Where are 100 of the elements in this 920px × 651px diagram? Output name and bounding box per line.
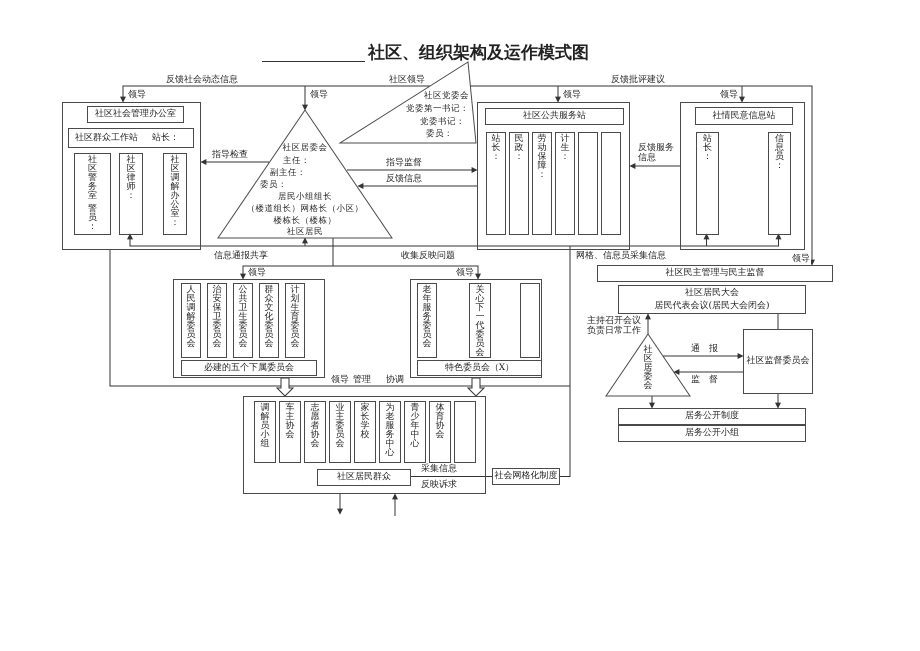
column-label: 家长学校 [360, 404, 370, 440]
org-box [181, 360, 317, 376]
triangle-label: 委员： [260, 180, 287, 190]
triangle-label: 委员： [426, 129, 453, 139]
flow-label: 管理 [352, 375, 372, 385]
org-box [618, 425, 806, 442]
column-label: 志愿者协会 [310, 404, 320, 449]
triangle [340, 62, 476, 143]
flow-label: 反映诉求 [420, 480, 458, 490]
org-label: 社会网格化制度 [494, 471, 558, 482]
column-label: 青少年中心 [410, 404, 420, 449]
empty-column [578, 132, 598, 235]
column-label: 警员： [88, 205, 97, 232]
column-box [181, 283, 201, 358]
org-box [743, 329, 813, 394]
org-label: 居民代表会议(居民大会闭会) [654, 300, 770, 312]
column-label: 民政： [514, 135, 524, 162]
column-label: 计生： [560, 135, 570, 162]
edge-label: 领导 [127, 90, 147, 100]
edge-label: 采集信息 [420, 464, 458, 474]
edge-label: 指导监督 [385, 158, 423, 168]
org-label: 站长： [152, 132, 179, 144]
flow-label: 社区领导 [388, 75, 426, 85]
org-label: 必建的五个下属委员会 [204, 362, 294, 374]
hollow-arrow [466, 378, 486, 397]
column-box [532, 132, 552, 235]
column-box [259, 283, 279, 358]
group-frame [173, 279, 325, 378]
arrow [775, 394, 781, 409]
flow-label: 反馈批评建议 [610, 75, 666, 85]
column-box [304, 401, 326, 463]
org-label: 社区公共服务站 [523, 111, 586, 122]
edge-label: 领导 [247, 268, 267, 278]
column-label: 站长： [492, 135, 500, 162]
edge-label: 领导 [791, 254, 811, 264]
arrow [645, 313, 651, 334]
column-box [354, 401, 376, 463]
column-label: 信息员： [775, 135, 784, 171]
edge-label: 领导 [562, 90, 582, 100]
column-box [74, 153, 111, 235]
column-label: 体育协会 [436, 404, 444, 440]
triangle-label: 社区居委会 [644, 346, 652, 391]
edge-label: 指导检查 [211, 150, 249, 160]
arrow [357, 183, 478, 189]
triangle-label: 党委书记： [420, 117, 465, 127]
org-label: 社区民主管理与民主监督 [666, 268, 764, 279]
column-label: 为老服务中心 [386, 404, 394, 458]
empty-column [454, 401, 476, 463]
edge-label: 网格、信息员采集信息 [575, 251, 667, 261]
column-label: 群众文化委员会 [264, 286, 274, 349]
org-box [317, 469, 411, 486]
org-label: 社区群众工作站 [75, 132, 138, 144]
hollow-arrow [276, 378, 294, 397]
column-label: 业主委员会 [336, 404, 344, 449]
org-box [618, 285, 806, 314]
triangle-label: 居民小组组长 [278, 192, 332, 202]
triangle-label: （楼道组长）网格长（小区） [246, 204, 364, 214]
org-box [618, 408, 806, 425]
group-frame [410, 279, 542, 378]
column-box [207, 283, 227, 358]
column-box [555, 132, 575, 235]
connector-line [410, 476, 492, 477]
org-label: 居务公开小组 [685, 428, 739, 439]
column-box [486, 132, 506, 235]
arrow [346, 167, 478, 173]
org-box [492, 468, 560, 485]
column-box [329, 401, 351, 463]
group-frame [62, 102, 201, 250]
org-box [417, 360, 542, 376]
edge-label: 领导 [309, 90, 329, 100]
column-label: 劳动保障： [538, 135, 546, 180]
group-frame [477, 102, 630, 250]
column-label: 治安保卫委员会 [212, 286, 222, 349]
triangle-label: 主任： [283, 156, 310, 166]
triangle-label: 党委第一书记： [406, 104, 469, 114]
org-label: 社区社会管理办公室 [95, 109, 176, 120]
org-label: 社区监督委员会 [746, 356, 810, 367]
arrow [662, 353, 744, 359]
arrow [629, 163, 680, 169]
triangle-label: 社区居委会 [282, 143, 328, 153]
triangle-label: 社区党委会 [424, 91, 469, 101]
column-label: 车主协会 [286, 404, 294, 440]
column-label: 调解员小组 [260, 404, 270, 449]
column-box [379, 401, 401, 463]
edge-label: 监 督 [690, 375, 719, 385]
arrow [200, 159, 270, 165]
column-label: 公共卫生委员会 [238, 286, 248, 349]
column-label: 计划生育委员会 [290, 286, 300, 349]
triangle-label: 楼栋长（楼栋） [274, 216, 336, 226]
arrow [649, 396, 655, 409]
group-frame [680, 102, 805, 250]
arrow [392, 493, 398, 516]
flow-label: 反馈社会动态信息 [165, 75, 239, 85]
title: 社区、组织架构及运作模式图 [368, 44, 589, 63]
column-box [509, 132, 529, 235]
org-box [485, 108, 624, 125]
column-box [696, 132, 719, 235]
column-box [469, 283, 491, 358]
triangle-label: 社区居民 [287, 227, 323, 237]
org-box [597, 265, 833, 282]
